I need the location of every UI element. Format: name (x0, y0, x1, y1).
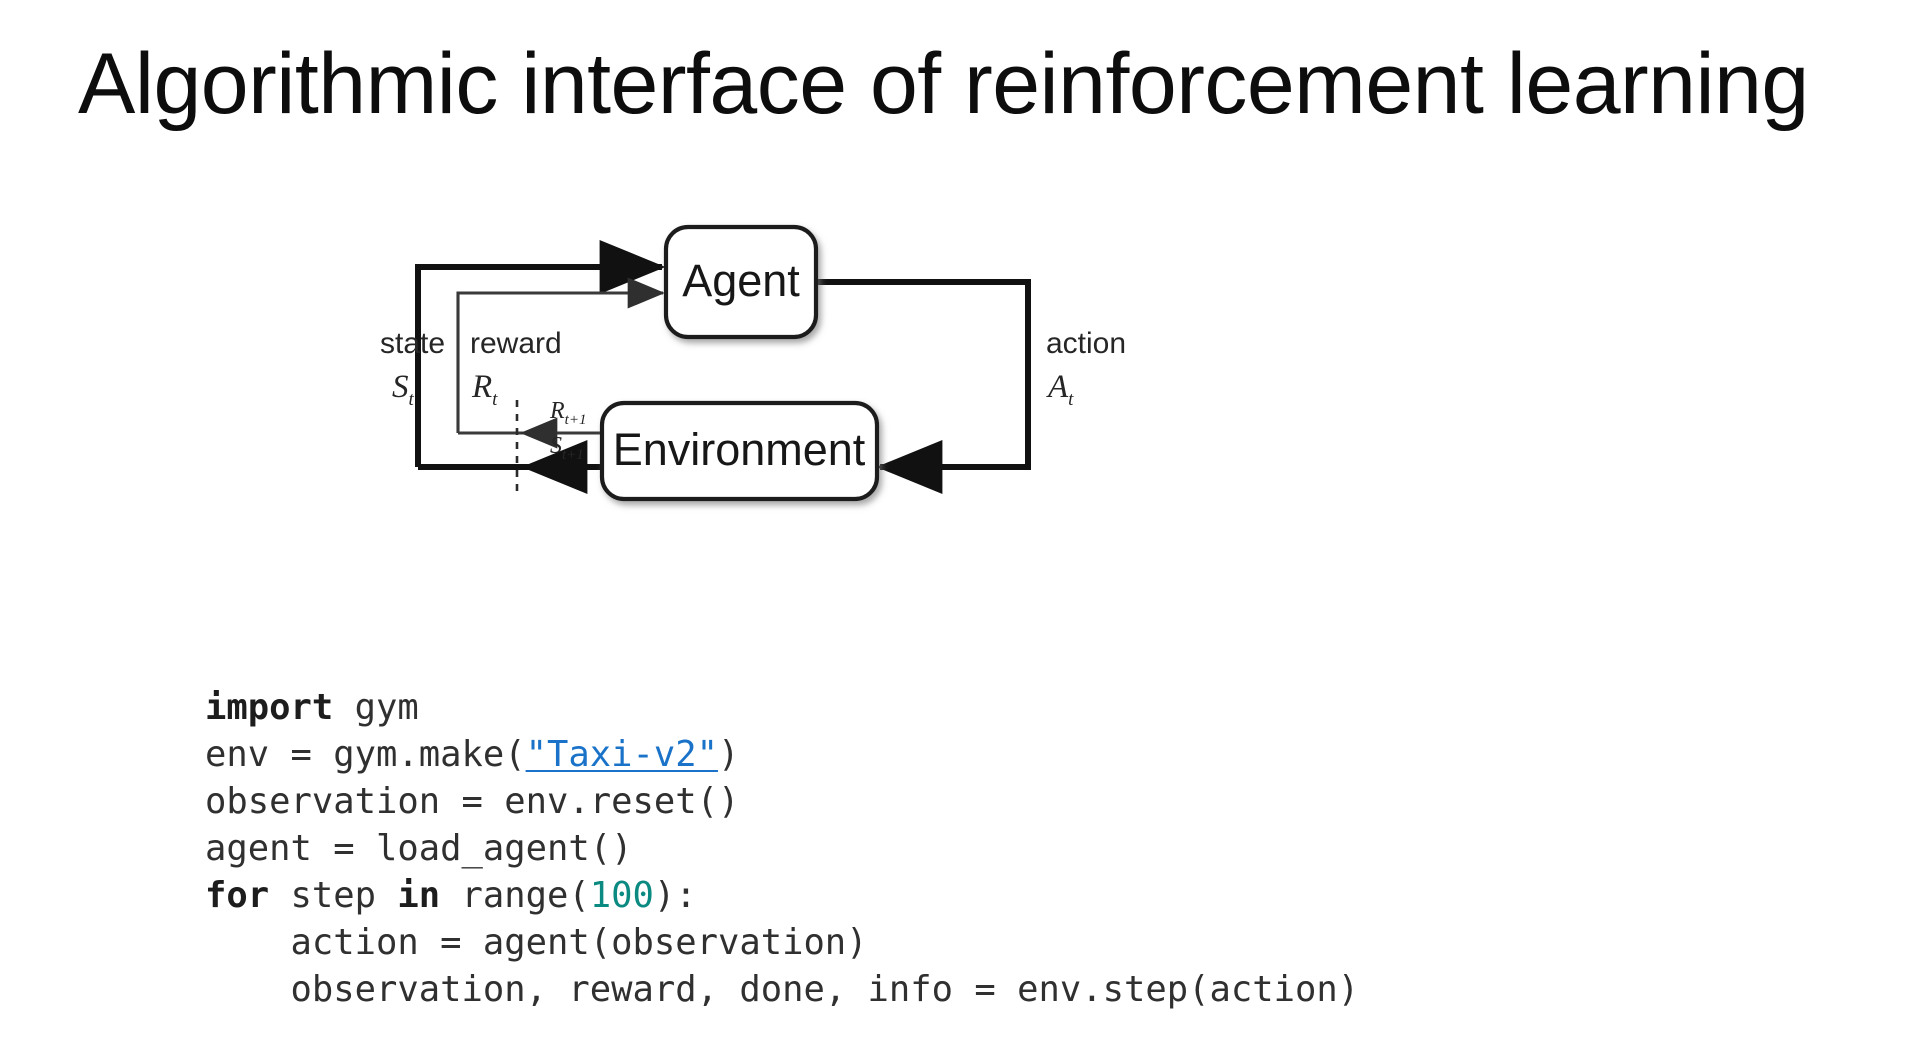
code-token: 100 (589, 875, 654, 916)
code-token: observation, reward, done, info = env.st… (205, 969, 1360, 1010)
node-environment (599, 400, 880, 502)
env-id-link[interactable]: "Taxi-v2" (525, 734, 718, 775)
code-token: range( (440, 875, 590, 916)
edge-action-label: action (1046, 327, 1126, 360)
emitted-state-next-label: St+1 (550, 433, 584, 463)
edge-action (815, 279, 1031, 494)
code-token: import (205, 687, 334, 728)
code-line: env = gym.make("Taxi-v2") (205, 731, 1359, 778)
code-line: import gym (205, 684, 1359, 731)
code-token: in (397, 875, 441, 916)
code-token: for (205, 875, 270, 916)
page-title: Algorithmic interface of reinforcement l… (78, 36, 1809, 132)
code-token: ): (653, 875, 697, 916)
code-token: ) (717, 734, 740, 775)
code-line: agent = load_agent() (205, 825, 1359, 872)
code-line: for step in range(100): (205, 872, 1359, 919)
code-token: env = gym.make( (205, 734, 526, 775)
code-line: action = agent(observation) (205, 919, 1359, 966)
code-line: observation = env.reset() (205, 778, 1359, 825)
code-token: action = agent(observation) (205, 922, 868, 963)
node-agent (663, 224, 819, 340)
agent-environment-diagram: Agent Environment state St reward Rt act… (380, 205, 1390, 560)
edge-reward-label: reward (470, 327, 562, 360)
code-line: observation, reward, done, info = env.st… (205, 966, 1359, 1013)
emitted-reward-next-label: Rt+1 (549, 398, 586, 428)
edge-state-label: state (380, 327, 445, 360)
code-token: agent = load_agent() (205, 828, 633, 869)
edge-reward-symbol: Rt (471, 369, 498, 410)
edge-state (415, 240, 666, 470)
code-token: observation = env.reset() (205, 781, 740, 822)
edge-state-symbol: St (392, 369, 415, 410)
node-environment-label: Environment (613, 424, 866, 475)
code-token: step (269, 875, 398, 916)
edge-action-symbol: At (1046, 369, 1074, 410)
code-token: gym (333, 687, 419, 728)
node-agent-label: Agent (682, 255, 800, 306)
